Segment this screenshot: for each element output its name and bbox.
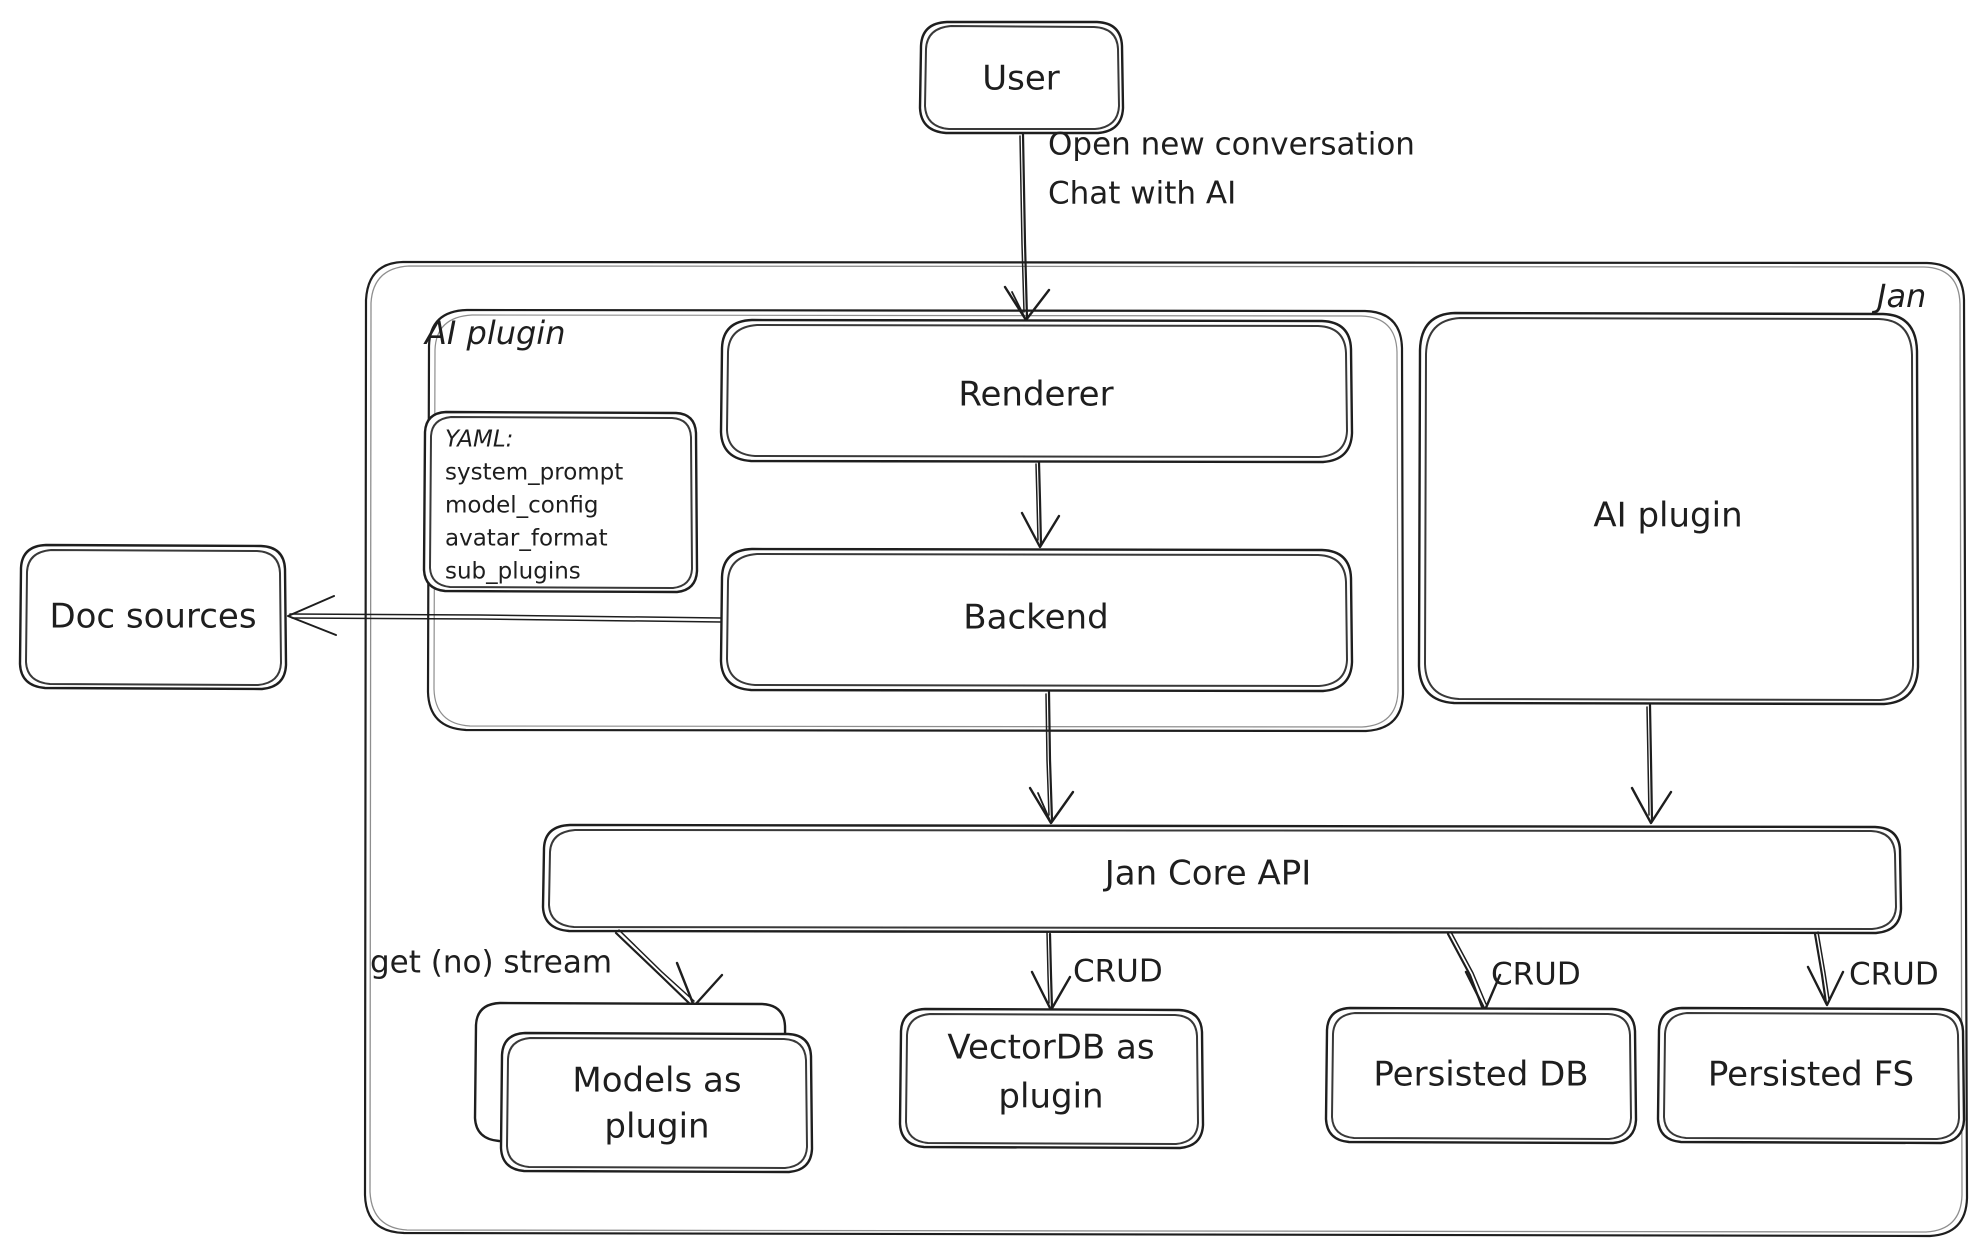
vectordb-plugin-node[interactable]: VectorDB as plugin [898, 1007, 1205, 1150]
jan-core-api-node[interactable]: Jan Core API [541, 823, 1903, 935]
edge-core-to-vectordb-label: CRUD [1073, 954, 1163, 990]
edge-core-to-persisted-fs [1806, 931, 1845, 1007]
renderer-node-label: Renderer [958, 375, 1113, 415]
edge-user-to-renderer [1003, 132, 1051, 322]
models-plugin-node-label-line2: plugin [604, 1107, 709, 1147]
edge-user-to-renderer-label-line1: Open new conversation [1048, 127, 1415, 163]
persisted-db-node[interactable]: Persisted DB [1324, 1006, 1638, 1145]
edge-user-to-renderer-label-line2: Chat with AI [1048, 176, 1236, 212]
edge-backend-to-doc-sources [287, 595, 722, 636]
models-plugin-node[interactable]: Models as plugin [473, 1001, 814, 1174]
edge-backend-to-core [1028, 690, 1075, 825]
yaml-card-key-avatar-format: avatar_format [445, 526, 608, 552]
user-node-label: User [982, 59, 1060, 99]
yaml-card-key-sub-plugins: sub_plugins [445, 559, 581, 585]
models-plugin-node-label-line1: Models as [572, 1061, 741, 1101]
backend-node[interactable]: Backend [719, 547, 1354, 693]
yaml-card[interactable]: YAML: system_prompt model_config avatar_… [422, 410, 699, 594]
persisted-fs-node-label: Persisted FS [1708, 1055, 1914, 1095]
user-node[interactable]: User [918, 20, 1125, 135]
ai-plugin-right-node-label: AI plugin [1593, 496, 1742, 536]
jan-core-api-node-label: Jan Core API [1103, 854, 1312, 894]
edge-core-to-persisted-db-label: CRUD [1491, 957, 1581, 993]
edge-core-to-models-label: get (no) stream [370, 945, 612, 981]
edge-ai-plugin-right-to-core [1630, 703, 1673, 825]
yaml-card-key-model-config: model_config [445, 493, 599, 519]
persisted-db-node-label: Persisted DB [1373, 1055, 1588, 1095]
ai-plugin-right-node[interactable]: AI plugin [1417, 311, 1920, 706]
doc-sources-node-label: Doc sources [49, 597, 256, 637]
ai-plugin-group-label: AI plugin [423, 314, 565, 352]
backend-node-label: Backend [963, 598, 1108, 638]
vectordb-plugin-node-label-line2: plugin [998, 1077, 1103, 1117]
edge-core-to-persisted-fs-label: CRUD [1849, 957, 1939, 993]
yaml-card-heading: YAML: [445, 427, 513, 453]
jan-container-label: Jan [1871, 277, 1926, 315]
renderer-node[interactable]: Renderer [719, 318, 1354, 464]
edge-renderer-to-backend [1020, 460, 1061, 549]
vectordb-plugin-node-label-line1: VectorDB as [947, 1028, 1154, 1068]
doc-sources-node[interactable]: Doc sources [18, 543, 288, 691]
yaml-card-key-system-prompt: system_prompt [445, 460, 623, 486]
persisted-fs-node[interactable]: Persisted FS [1656, 1006, 1966, 1145]
